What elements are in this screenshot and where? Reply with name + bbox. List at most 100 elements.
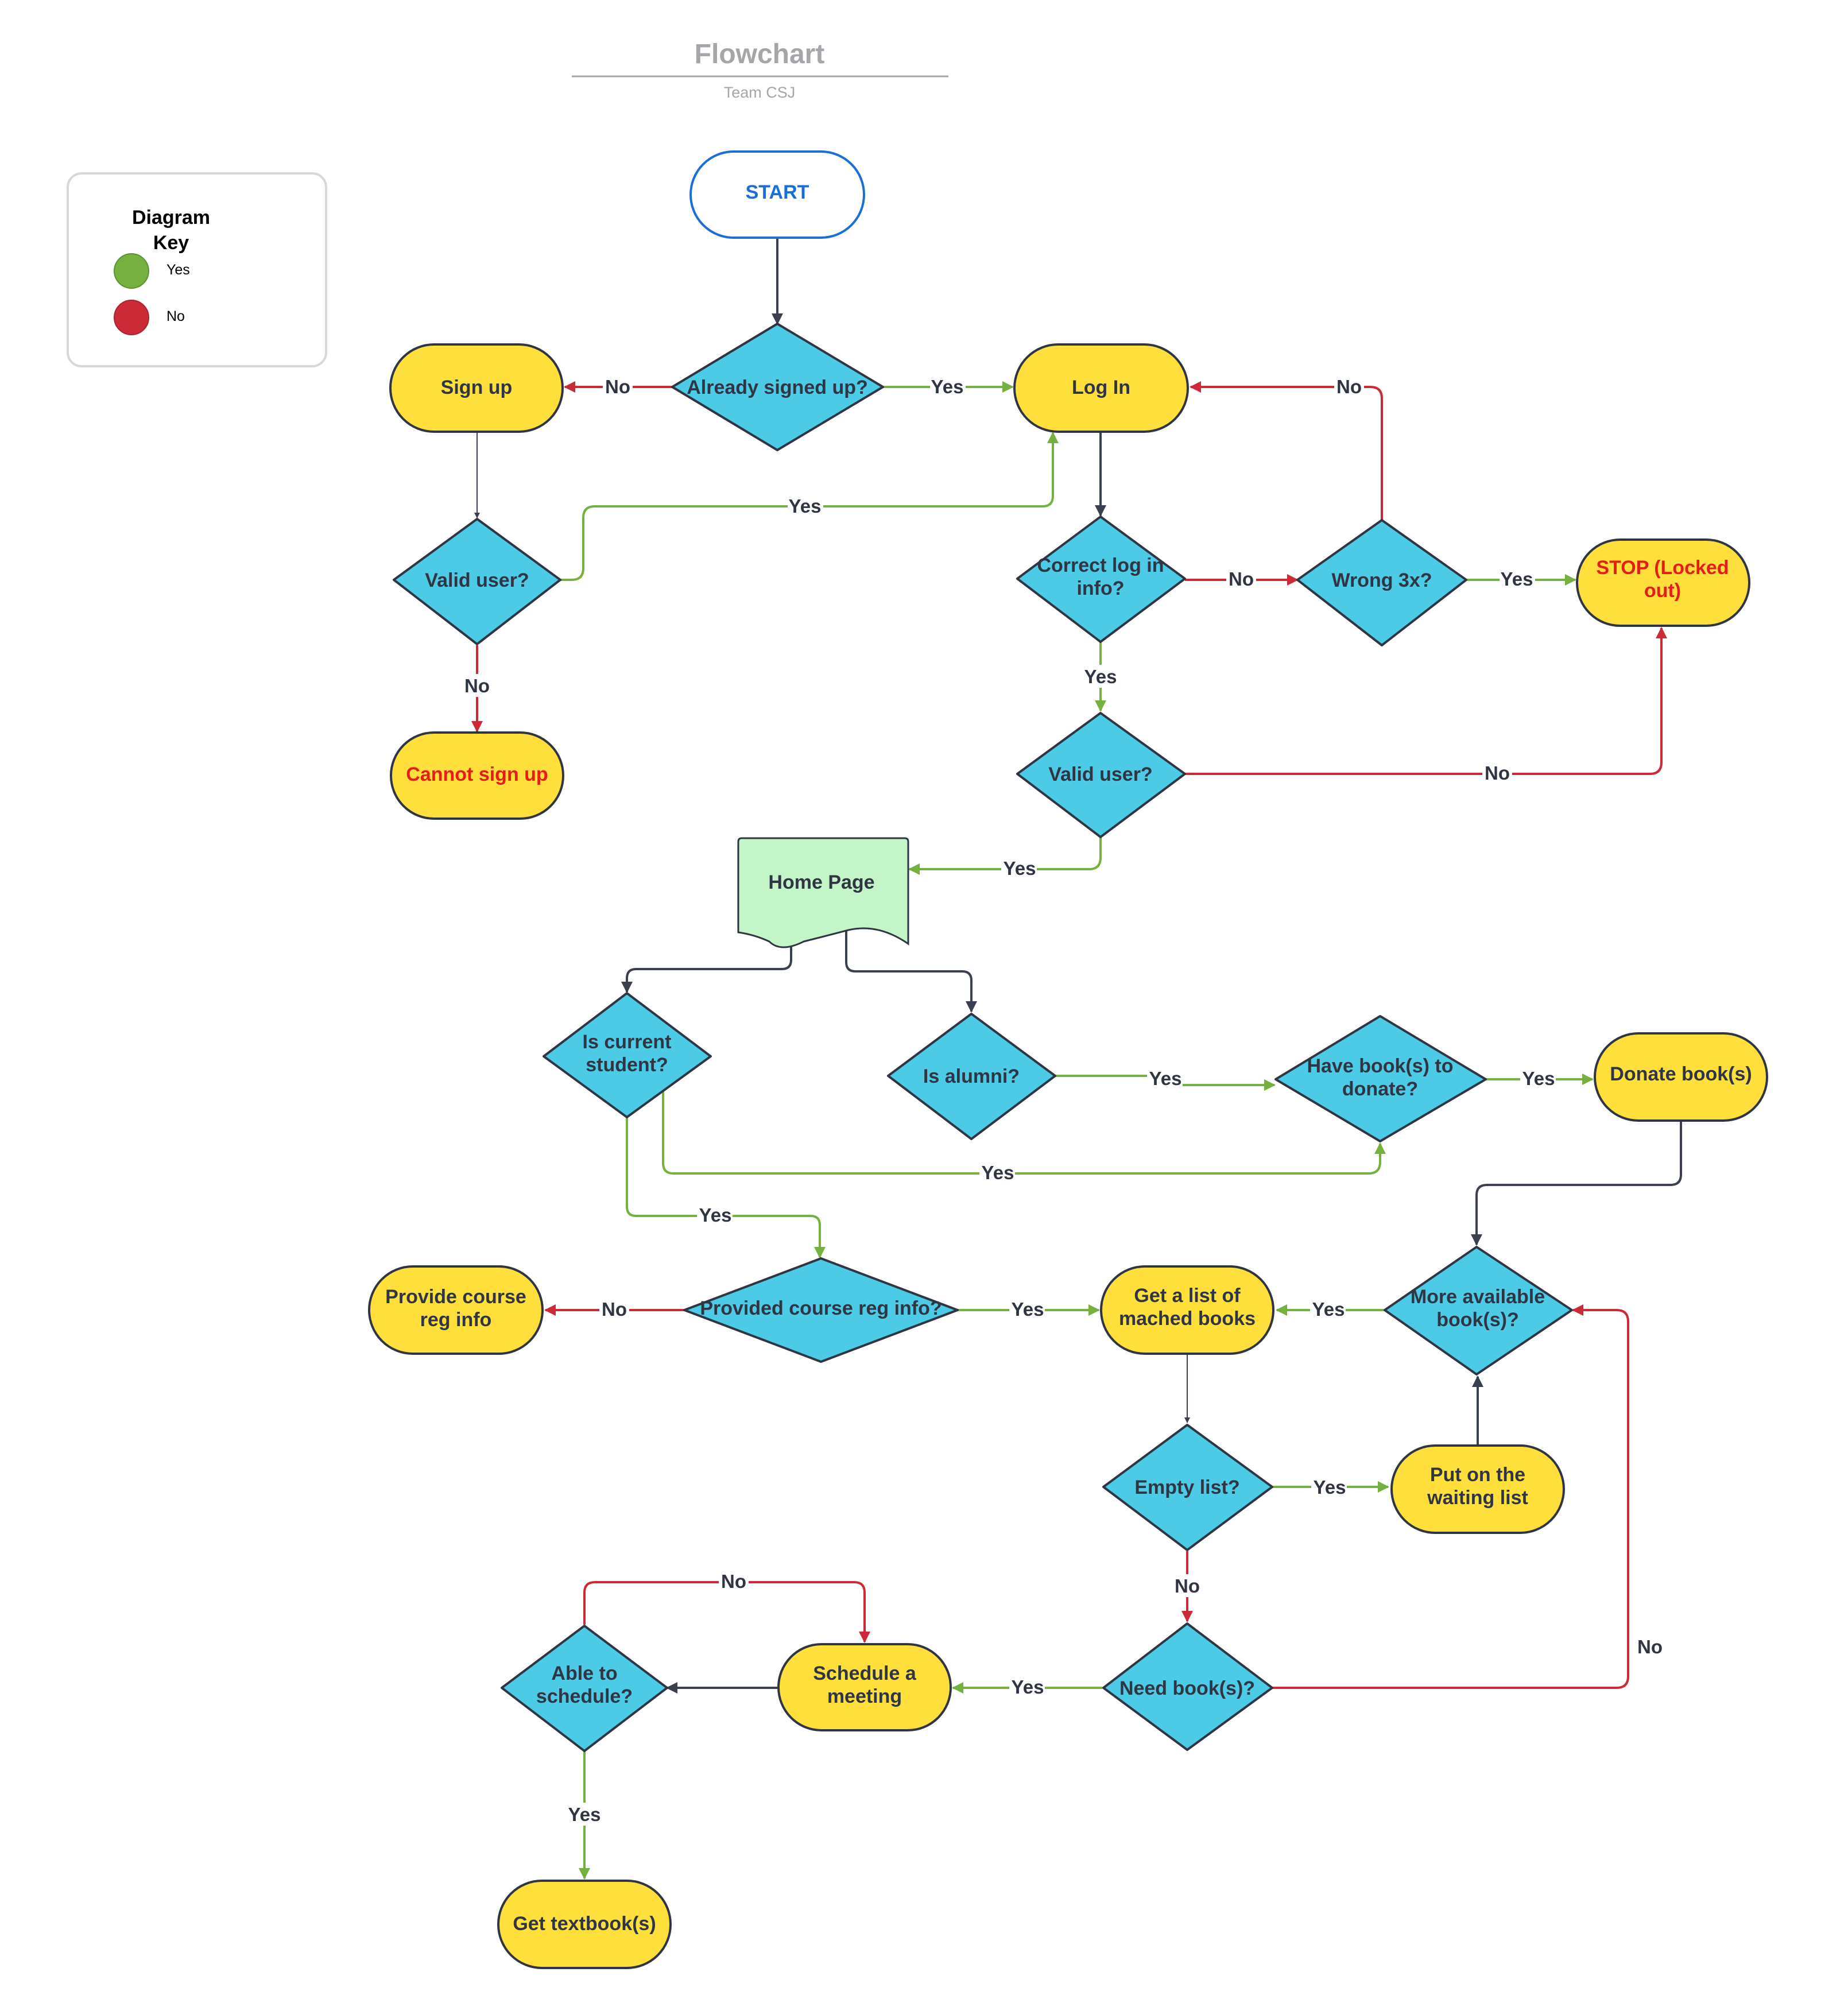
is-current-student-shape — [543, 992, 712, 1118]
edge-label-empty-list-yes: Yes — [1314, 1477, 1346, 1498]
key-title-line2: Key — [153, 232, 189, 254]
is-current-student-label-line1: Is current — [583, 1031, 672, 1053]
valid-user-login-label: Valid user? — [1048, 764, 1152, 785]
edge-label-have-books-yes: Yes — [1522, 1068, 1555, 1089]
log-in-process[interactable]: Log In — [1013, 343, 1189, 433]
is-current-student-label-line2: student? — [586, 1054, 668, 1076]
edge-student-to-donate-yes — [662, 1092, 1386, 1175]
key-title-line1: Diagram — [132, 207, 210, 228]
log-in-label: Log In — [1072, 377, 1130, 398]
start-terminal[interactable]: START — [689, 150, 865, 239]
edge-label-able-yes: Yes — [568, 1804, 601, 1825]
edge-label-wrong3x-no: No — [1336, 376, 1362, 397]
already-signed-up-decision[interactable]: Already signed up? — [671, 323, 884, 451]
get-list-process[interactable]: Get a list of mached books — [1100, 1265, 1274, 1355]
valid-user-signup-decision[interactable]: Valid user? — [393, 518, 561, 645]
already-signed-up-label: Already signed up? — [687, 377, 868, 398]
get-textbooks-terminal[interactable]: Get textbook(s) — [497, 1880, 672, 1969]
get-textbooks-label: Get textbook(s) — [513, 1913, 656, 1935]
edge-wrong3x-no — [1190, 381, 1383, 520]
key-yes-label: Yes — [166, 262, 190, 278]
start-label: START — [746, 181, 809, 203]
waiting-list-shape — [1390, 1444, 1565, 1534]
valid-user-login-decision[interactable]: Valid user? — [1016, 712, 1186, 838]
already-signed-up-shape — [671, 323, 884, 451]
more-available-decision[interactable]: More available book(s)? — [1384, 1246, 1573, 1376]
empty-list-label: Empty list? — [1134, 1477, 1239, 1498]
edge-valid-login-no — [1185, 627, 1667, 775]
valid-user-login-shape — [1016, 712, 1186, 838]
provided-course-reg-label: Provided course reg info? — [700, 1297, 942, 1319]
edge-need-books-no — [1272, 1304, 1629, 1689]
edge-label-need-books-yes: Yes — [1012, 1676, 1044, 1698]
get-textbooks-shape — [497, 1880, 672, 1969]
waiting-list-label-line1: Put on the — [1430, 1464, 1525, 1486]
provide-course-reg-label-line2: reg info — [420, 1309, 492, 1331]
edge-home-to-alumni — [845, 930, 977, 1013]
edge-donate-to-more — [1471, 1121, 1682, 1246]
home-page-label: Home Page — [768, 871, 874, 893]
sign-up-process[interactable]: Sign up — [389, 343, 564, 433]
stop-locked-out-shape — [1576, 538, 1750, 627]
edge-label-valid-login-no: No — [1485, 762, 1510, 784]
able-to-schedule-label-line2: schedule? — [536, 1686, 633, 1707]
edge-home-to-student — [621, 944, 792, 993]
need-books-shape — [1102, 1622, 1273, 1751]
donate-books-shape — [1594, 1032, 1768, 1122]
edge-label-signed-yes: Yes — [931, 376, 964, 397]
diagram-key: Diagram Key Yes No — [67, 172, 327, 367]
donate-books-process[interactable]: Donate book(s) — [1594, 1032, 1768, 1122]
chart-subtitle: Team CSJ — [724, 84, 796, 101]
correct-login-shape — [1016, 516, 1186, 643]
valid-user-signup-label: Valid user? — [425, 569, 529, 591]
sign-up-shape — [389, 343, 564, 433]
able-to-schedule-shape — [501, 1625, 668, 1752]
more-available-label-line2: book(s)? — [1436, 1309, 1519, 1331]
provide-course-reg-process[interactable]: Provide course reg info — [368, 1265, 544, 1355]
have-books-decision[interactable]: Have book(s) to donate? — [1274, 1015, 1487, 1142]
provided-course-reg-shape — [683, 1257, 959, 1363]
need-books-decision[interactable]: Need book(s)? — [1102, 1622, 1273, 1751]
edge-label-correct-no: No — [1229, 568, 1254, 590]
edge-label-valid-signup-no: No — [464, 675, 490, 696]
edge-label-empty-list-no: No — [1175, 1575, 1200, 1597]
waiting-list-process[interactable]: Put on the waiting list — [1390, 1444, 1565, 1534]
need-books-label: Need book(s)? — [1119, 1677, 1255, 1699]
stop-locked-out-terminal[interactable]: STOP (Locked out) — [1576, 538, 1750, 627]
key-no-swatch — [114, 300, 149, 335]
wrong-3x-label: Wrong 3x? — [1331, 569, 1432, 591]
is-current-student-decision[interactable]: Is current student? — [543, 992, 712, 1118]
get-list-label-line2: mached books — [1119, 1308, 1256, 1330]
stop-locked-out-label-line1: STOP (Locked — [1596, 557, 1729, 579]
provided-course-reg-decision[interactable]: Provided course reg info? — [683, 1257, 959, 1363]
schedule-meeting-shape — [777, 1643, 952, 1731]
edge-label-course-reg-no: No — [602, 1299, 627, 1320]
correct-login-label-line2: info? — [1076, 578, 1124, 599]
stop-locked-out-label-line2: out) — [1644, 580, 1681, 602]
schedule-meeting-process[interactable]: Schedule a meeting — [777, 1643, 952, 1731]
home-page-document[interactable]: Home Page — [737, 837, 909, 948]
empty-list-decision[interactable]: Empty list? — [1102, 1424, 1273, 1551]
provide-course-reg-shape — [368, 1265, 544, 1355]
correct-login-decision[interactable]: Correct log in info? — [1016, 516, 1186, 643]
edge-label-able-no: No — [721, 1571, 746, 1592]
able-to-schedule-decision[interactable]: Able to schedule? — [501, 1625, 668, 1752]
edge-label-more-available-yes: Yes — [1312, 1299, 1345, 1320]
schedule-meeting-label-line2: meeting — [827, 1686, 902, 1707]
able-to-schedule-label-line1: Able to — [551, 1663, 617, 1684]
have-books-label-line1: Have book(s) to — [1307, 1055, 1453, 1077]
home-page-shape — [737, 837, 909, 948]
provide-course-reg-label-line1: Provide course — [385, 1286, 526, 1308]
wrong-3x-decision[interactable]: Wrong 3x? — [1296, 519, 1467, 646]
key-yes-swatch — [114, 253, 149, 289]
is-alumni-decision[interactable]: Is alumni? — [887, 1013, 1056, 1140]
is-alumni-shape — [887, 1013, 1056, 1140]
cannot-sign-up-terminal[interactable]: Cannot sign up — [390, 731, 564, 820]
have-books-label-line2: donate? — [1342, 1078, 1418, 1100]
correct-login-label-line1: Correct log in — [1037, 555, 1164, 576]
edge-label-correct-yes: Yes — [1084, 666, 1117, 687]
have-books-shape — [1274, 1015, 1487, 1142]
more-available-label-line1: More available — [1411, 1286, 1545, 1308]
log-in-shape — [1013, 343, 1189, 433]
